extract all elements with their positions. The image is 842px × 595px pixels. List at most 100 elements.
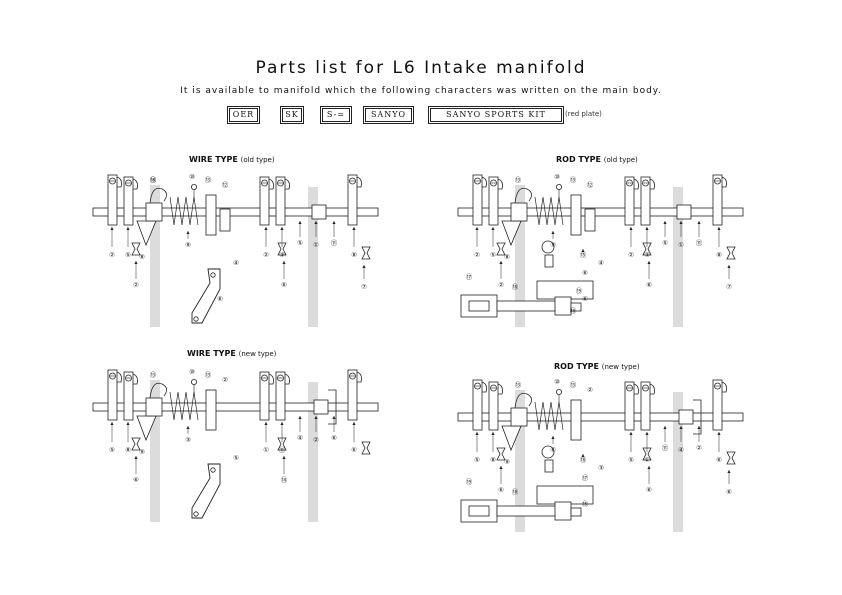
part-callout: ①	[678, 241, 684, 249]
part-callout: ⑥	[281, 281, 287, 289]
part-callout: ⑬	[150, 371, 157, 379]
arrow-head	[581, 454, 585, 457]
throttle-shaft	[92, 207, 379, 217]
arrow-head	[679, 426, 683, 429]
page-subtitle: It is available to manifold which the fo…	[180, 86, 662, 96]
part-callout: ②	[222, 376, 228, 384]
boot-3	[361, 246, 371, 260]
boot-1	[496, 447, 506, 461]
part-callout: ④	[233, 259, 239, 267]
coil-spring	[534, 196, 564, 226]
shaft-collar	[510, 407, 528, 427]
throttle-arm-5	[712, 174, 727, 226]
part-callout: ②	[263, 251, 269, 259]
rod-shaft	[496, 505, 558, 517]
part-callout: ⑬	[515, 176, 522, 184]
bracket-plate	[570, 194, 582, 236]
part-callout: ⑫	[222, 181, 229, 189]
part-callout: ②	[313, 436, 319, 444]
part-callout: ⑥	[716, 456, 722, 464]
part-callout: ⑧	[490, 456, 496, 464]
arrow-head	[551, 436, 555, 439]
throttle-arm-2	[488, 176, 503, 226]
joint-block	[676, 204, 692, 220]
rod-joint	[554, 501, 572, 521]
rod-joint	[554, 296, 572, 316]
part-callout: ⑨	[185, 241, 191, 249]
part-callout: ⑭	[150, 176, 157, 184]
arrow-head	[126, 227, 130, 230]
arrow-head	[280, 422, 284, 425]
throttle-arm-1	[472, 379, 487, 431]
part-callout: ③	[598, 464, 604, 472]
throttle-arm-5	[347, 369, 362, 421]
return-spring-loop	[149, 382, 167, 399]
part-callout: ⑧	[504, 253, 510, 261]
part-callout: ③	[185, 436, 191, 444]
arrow-head	[134, 261, 138, 264]
part-callout: ⑩	[554, 378, 560, 386]
part-callout: ⑬	[205, 371, 212, 379]
part-callout: ⑬	[515, 381, 522, 389]
part-callout: ⑬	[570, 176, 577, 184]
part-callout: ⑤	[233, 454, 239, 462]
part-callout: ⑪	[331, 239, 338, 247]
part-callout: ④	[297, 434, 303, 442]
part-callout: ⑥	[331, 434, 337, 442]
arrow-head	[332, 416, 336, 419]
arrow-head	[186, 426, 190, 429]
rod-link	[544, 254, 554, 268]
arrow-head	[717, 432, 721, 435]
arrow-head	[314, 416, 318, 419]
part-callout: ⑤	[490, 251, 496, 259]
bracket-hole	[193, 316, 199, 322]
coil-spring	[169, 196, 199, 226]
part-callout: ⑧	[716, 251, 722, 259]
part-callout: ⑥	[133, 476, 139, 484]
part-callout: ⑨	[550, 241, 556, 249]
part-callout: ⑲	[576, 287, 583, 295]
rod-end	[570, 302, 582, 312]
arrow-head	[352, 422, 356, 425]
arrow-head	[126, 422, 130, 425]
boot-1	[496, 242, 506, 256]
arrow-head	[697, 426, 701, 429]
arrow-head	[110, 227, 114, 230]
bracket-plate	[205, 389, 217, 431]
part-callout: ①	[263, 446, 269, 454]
arrow-head	[362, 265, 366, 268]
part-callout: ⑤	[297, 239, 303, 247]
arrow-head	[499, 261, 503, 264]
part-callout: ⑩	[189, 368, 195, 376]
rod-ball-joint	[541, 240, 555, 254]
boot-1	[131, 242, 141, 256]
throttle-arm-4	[275, 371, 290, 421]
arrow-head	[663, 221, 667, 224]
part-callout: ⑫	[587, 181, 594, 189]
boot-3	[726, 246, 736, 260]
arrow-head	[697, 221, 701, 224]
arrow-head	[282, 261, 286, 264]
throttle-shaft	[92, 402, 379, 412]
bracket-hook	[328, 389, 337, 425]
section-title-wire-old: WIRE TYPE (old type)	[189, 155, 275, 164]
arrow-head	[645, 432, 649, 435]
part-callout: ②	[696, 444, 702, 452]
return-spring-loop	[514, 187, 532, 204]
badge-sk: SK	[280, 106, 304, 124]
bracket-hole	[193, 511, 199, 517]
return-spring-loop	[514, 392, 532, 409]
arrow-head	[717, 227, 721, 230]
section-title-rod-new: ROD TYPE (new type)	[554, 362, 640, 371]
part-callout: ⑭	[281, 476, 288, 484]
part-callout: ⑦	[361, 283, 367, 291]
arrow-head	[727, 265, 731, 268]
arrow-head	[491, 227, 495, 230]
part-callout: ④	[678, 446, 684, 454]
boot-2	[642, 242, 652, 256]
part-callout: ⑤	[662, 239, 668, 247]
part-callout: ⑨	[504, 458, 510, 466]
section-title-rod-old: ROD TYPE (old type)	[556, 155, 638, 164]
